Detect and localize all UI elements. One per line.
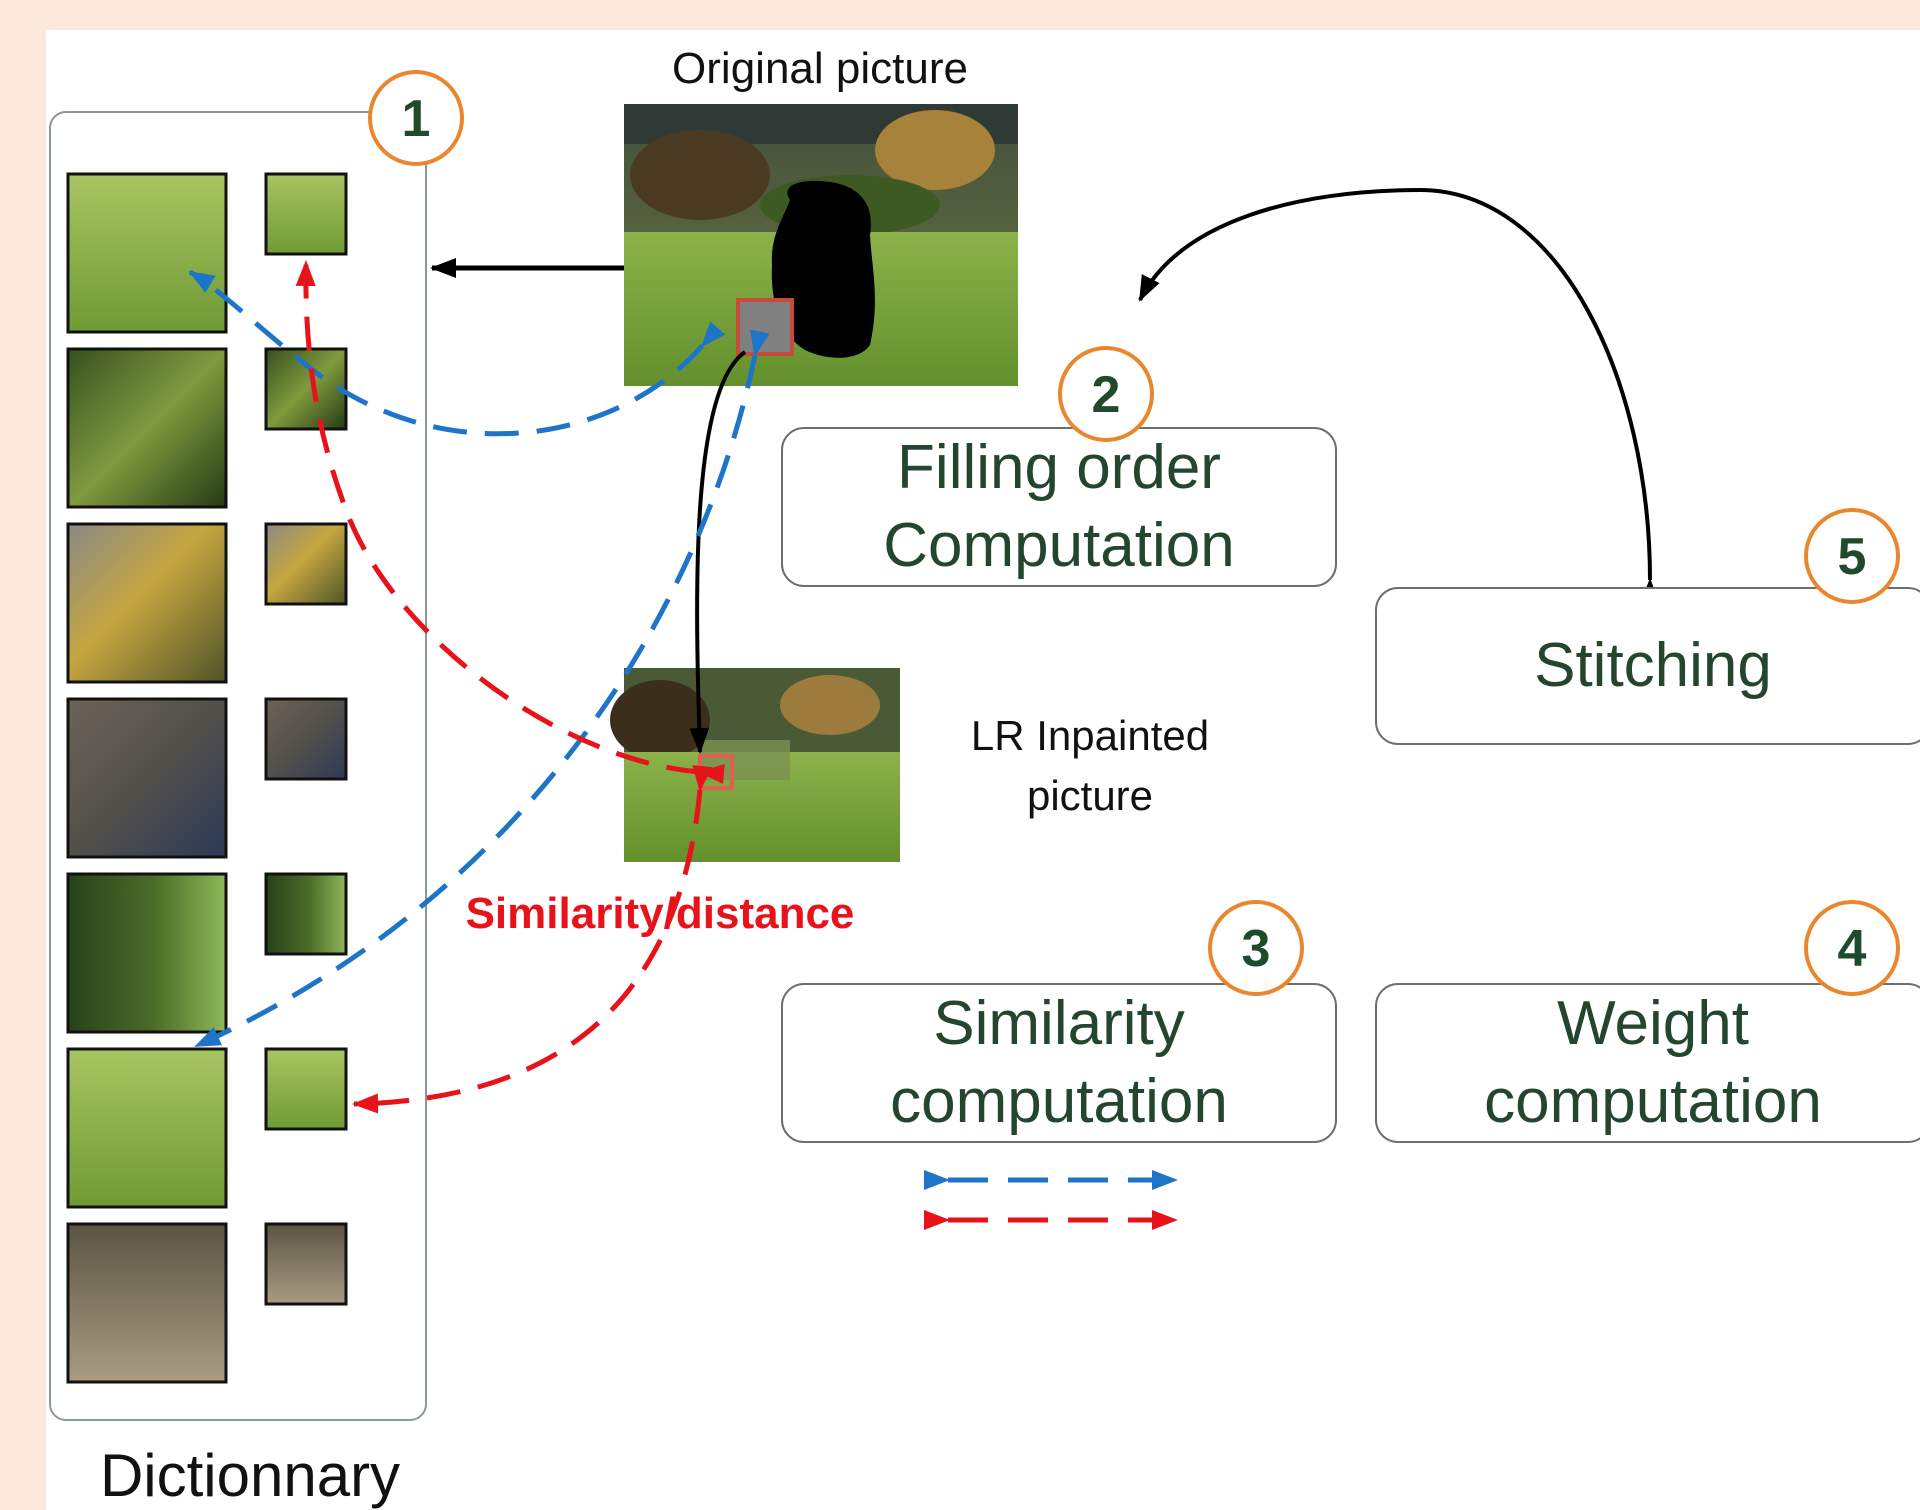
- dictionary-patch-small: [264, 172, 348, 256]
- stitching-filling-loop-arrow: [1138, 187, 1661, 605]
- stitching-box: Stitching: [1375, 587, 1920, 745]
- original-picture: [624, 104, 1018, 386]
- dictionary-patch-small: [264, 1222, 348, 1306]
- lr-inpainted-label-line2: picture: [1027, 772, 1153, 819]
- weight-computation-line1: Weight: [1557, 989, 1749, 1058]
- step-4-badge: 4: [1804, 900, 1900, 996]
- step-5-badge: 5: [1804, 508, 1900, 604]
- stitching-label: Stitching: [1534, 631, 1772, 700]
- filling-order-line2: Computation: [883, 511, 1235, 580]
- lr-inpainted-label-line1: LR Inpainted: [971, 712, 1209, 759]
- weight-computation-line2: computation: [1484, 1067, 1822, 1136]
- dictionary-label: Dictionnary: [100, 1442, 400, 1509]
- similarity-computation-box: Similarity computation: [781, 983, 1337, 1143]
- step-3-number: 3: [1242, 920, 1271, 978]
- similarity-computation-line1: Similarity: [933, 989, 1184, 1058]
- step-3-badge: 3: [1208, 900, 1304, 996]
- blue-similarity-arrow-top: [188, 269, 726, 437]
- dictionary-patch-large: [66, 172, 228, 334]
- dictionary-patch-large: [66, 347, 228, 509]
- step-2-number: 2: [1092, 366, 1121, 424]
- filling-order-line1: Filling order: [897, 433, 1221, 502]
- step-2-badge: 2: [1058, 346, 1154, 442]
- step-1-badge: 1: [368, 70, 464, 166]
- red-distance-arrow-top: [295, 260, 725, 785]
- lr-inpainted-picture: [610, 668, 900, 862]
- dictionary-patch-large: [66, 1047, 228, 1209]
- step-5-number: 5: [1838, 528, 1867, 586]
- dictionary-patch-small: [264, 347, 348, 431]
- dictionary-patch-large: [66, 1222, 228, 1384]
- dictionary-patch-large: [66, 872, 228, 1034]
- dictionary-patch-small: [264, 872, 348, 956]
- dictionary-patch-small: [264, 522, 348, 606]
- step-1-number: 1: [402, 90, 431, 148]
- red-distance-arrow-bottom: [352, 765, 713, 1114]
- dictionary-patch-large: [66, 522, 228, 684]
- original-picture-label: Original picture: [672, 44, 968, 93]
- similarity-distance-label: Similarity/distance: [466, 889, 855, 938]
- similarity-computation-line2: computation: [890, 1067, 1228, 1136]
- dictionary-patch-small: [264, 697, 348, 781]
- filling-order-box: Filling order Computation: [781, 427, 1337, 587]
- dictionary-patch-large: [66, 697, 228, 859]
- dictionary-patch-small: [264, 1047, 348, 1131]
- weight-computation-box: Weight computation: [1375, 983, 1920, 1143]
- step-4-number: 4: [1838, 920, 1867, 978]
